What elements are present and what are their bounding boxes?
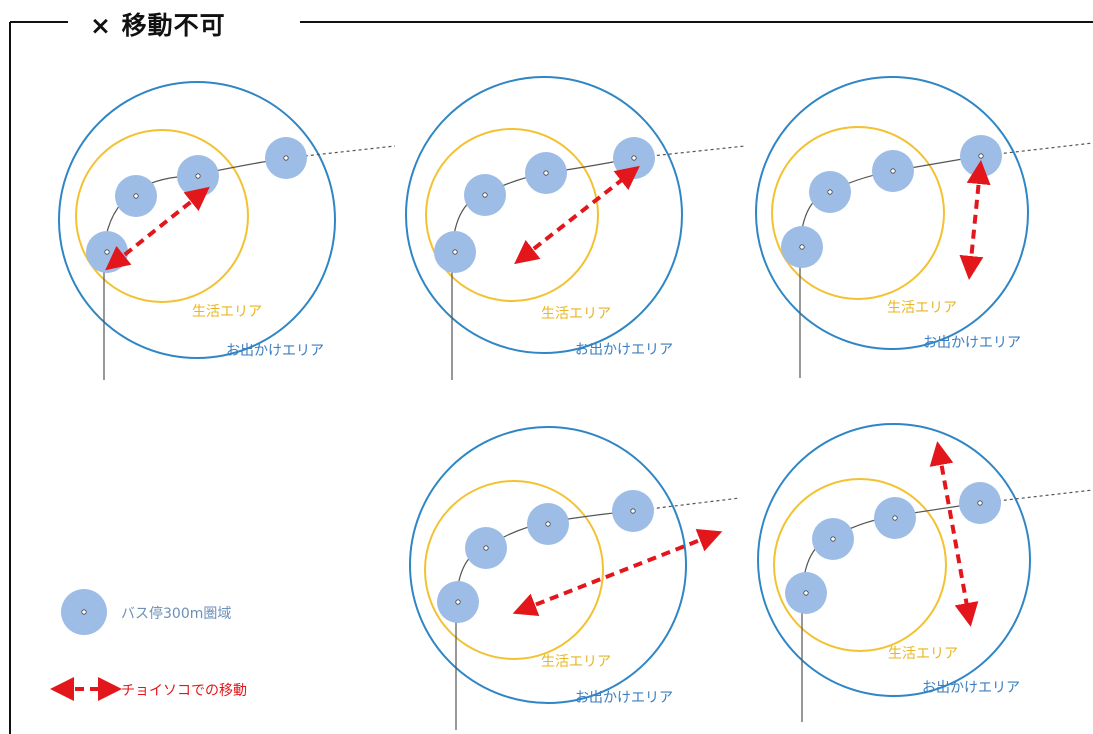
outing-area-label: お出かけエリア (226, 343, 324, 359)
outing-area-label: お出かけエリア (922, 680, 1020, 696)
life-area-label: 生活エリア (887, 300, 957, 316)
bus-route-line (451, 157, 634, 380)
choisoko-move-arrow (512, 528, 723, 617)
outing-area-label: お出かけエリア (575, 690, 673, 706)
outer-frame (9, 21, 1093, 734)
choisoko-move-arrow (105, 186, 210, 271)
outing-area-label: お出かけエリア (575, 342, 673, 358)
life-area-circle (424, 480, 604, 660)
outing-area-circle (757, 423, 1031, 697)
bus-stop-legend-label: バス停300m圏域 (121, 605, 231, 622)
move-legend-label: チョイソコでの移動 (121, 683, 247, 699)
outing-area-circle (58, 81, 336, 359)
page-title: × 移動不可 (82, 6, 234, 42)
panel-1: 生活エリア お出かけエリア (58, 81, 396, 380)
panel-4: 生活エリア お出かけエリア (409, 426, 741, 730)
bus-stops (434, 137, 655, 273)
life-area-label: 生活エリア (192, 304, 262, 320)
legend: バス停300m圏域 チョイソコでの移動 (50, 589, 247, 701)
choisoko-move-arrow (929, 441, 979, 627)
choisoko-move-arrow (514, 165, 640, 265)
life-area-label: 生活エリア (541, 306, 611, 322)
bus-route-line (799, 155, 981, 378)
bus-stops (785, 482, 1001, 614)
life-area-label: 生活エリア (888, 646, 958, 662)
bus-stops (86, 137, 307, 273)
life-area-circle (773, 478, 947, 652)
outing-area-circle (405, 76, 683, 354)
outing-area-label: お出かけエリア (923, 335, 1021, 351)
panel-3: 生活エリア お出かけエリア (755, 76, 1093, 378)
bus-stops (781, 135, 1002, 268)
choisoko-move-arrow (959, 160, 991, 280)
outing-area-circle (755, 76, 1029, 350)
panel-5: 生活エリア お出かけエリア (757, 423, 1093, 722)
life-area-label: 生活エリア (541, 654, 611, 670)
life-area-circle (771, 126, 945, 300)
panel-2: 生活エリア お出かけエリア (405, 76, 746, 380)
bus-stops (437, 490, 654, 623)
life-area-circle (75, 129, 249, 303)
